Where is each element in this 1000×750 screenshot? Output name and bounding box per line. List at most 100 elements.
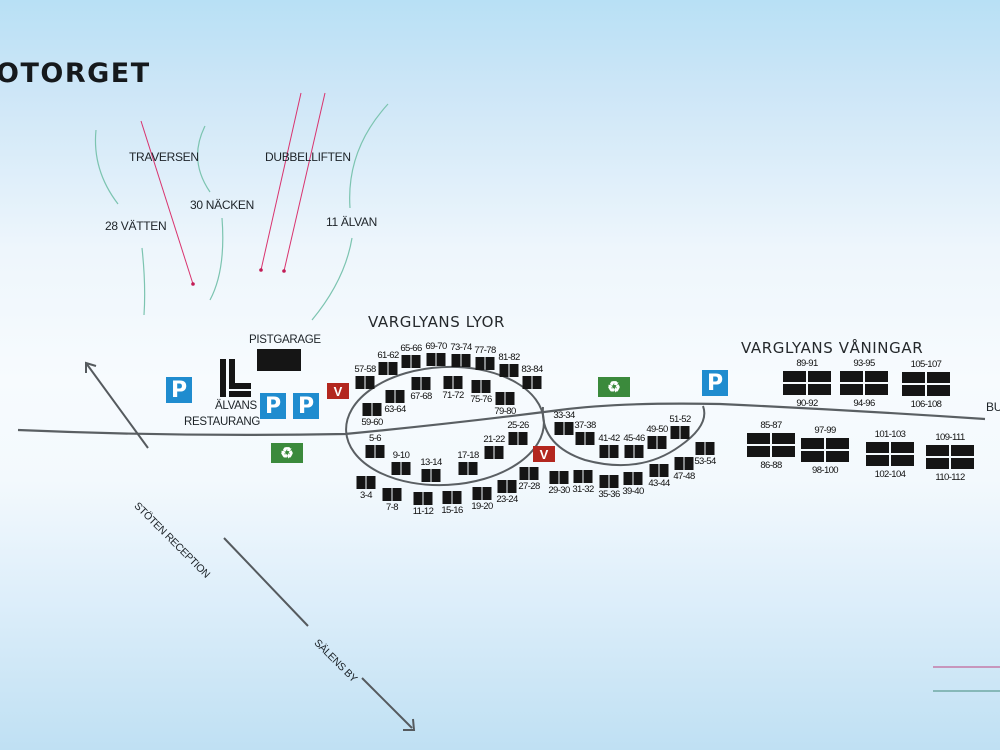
cabin-number: 23-24	[496, 494, 518, 505]
parking-sign[interactable]: P	[702, 370, 728, 396]
cabin[interactable]	[472, 487, 492, 500]
cabin[interactable]	[522, 376, 542, 389]
apartment-unit	[801, 451, 824, 462]
cabin[interactable]	[401, 355, 421, 368]
apartment-building[interactable]	[801, 438, 849, 462]
parking-sign[interactable]: P	[166, 377, 192, 403]
cabin[interactable]	[365, 445, 385, 458]
cabin[interactable]	[623, 472, 643, 485]
cabin[interactable]	[508, 432, 528, 445]
cabin[interactable]	[670, 426, 690, 439]
cabin[interactable]	[647, 436, 667, 449]
apartment-unit	[891, 455, 914, 466]
cabin[interactable]	[451, 354, 471, 367]
cabin-number: 33-34	[553, 410, 575, 421]
recycle-icon[interactable]: ♻	[598, 377, 630, 397]
cabin[interactable]	[421, 469, 441, 482]
access-road[interactable]	[85, 362, 149, 449]
cabin[interactable]	[356, 476, 376, 489]
cabin-unit	[599, 445, 609, 458]
cabin-unit	[375, 445, 385, 458]
apartment-unit	[902, 372, 925, 383]
recycle-icon[interactable]: ♻	[271, 443, 303, 463]
parking-sign[interactable]: P	[260, 393, 286, 419]
apartment-unit	[866, 442, 889, 453]
cabin[interactable]	[355, 376, 375, 389]
cabin[interactable]	[499, 364, 519, 377]
cabin-unit	[554, 422, 564, 435]
cabin-unit	[522, 376, 532, 389]
apartment-unit	[826, 451, 849, 462]
cabin-unit	[378, 362, 388, 375]
apartment-unit	[951, 458, 974, 469]
cabin-unit	[453, 376, 463, 389]
cabin[interactable]	[411, 377, 431, 390]
apartment-number-bottom: 106-108	[910, 399, 942, 410]
right-loop[interactable]	[541, 405, 706, 467]
cabin[interactable]	[575, 432, 595, 445]
cabin-number: 11-12	[412, 506, 434, 517]
cabin-unit	[391, 462, 401, 475]
main-road[interactable]	[17, 402, 986, 436]
apartment-building[interactable]	[926, 445, 974, 469]
cabin-number: 19-20	[471, 501, 493, 512]
area-label-vaningar: VARGLYANS VÅNINGAR	[741, 339, 924, 357]
map-title: OTORGET	[0, 58, 151, 89]
cabin[interactable]	[624, 445, 644, 458]
cabin-number: 13-14	[420, 457, 442, 468]
waste-station-sign[interactable]: V	[327, 383, 349, 399]
cabin[interactable]	[649, 464, 669, 477]
cabin-unit	[431, 469, 441, 482]
cabin[interactable]	[599, 445, 619, 458]
parking-sign[interactable]: P	[293, 393, 319, 419]
cabin-number: 51-52	[669, 414, 691, 425]
cabin[interactable]	[382, 488, 402, 501]
apartment-building[interactable]	[902, 372, 950, 396]
cabin[interactable]	[475, 357, 495, 370]
cabin-unit	[401, 462, 411, 475]
cabin[interactable]	[426, 353, 446, 366]
cabin[interactable]	[471, 380, 491, 393]
cabin-unit	[549, 471, 559, 484]
cabin-unit	[481, 380, 491, 393]
apartment-building[interactable]	[866, 442, 914, 466]
cabin-unit	[426, 353, 436, 366]
cabin[interactable]	[458, 462, 478, 475]
cabin-unit	[468, 462, 478, 475]
cabin-unit	[395, 390, 405, 403]
cabin[interactable]	[573, 470, 593, 483]
cabin[interactable]	[442, 491, 462, 504]
cabin[interactable]	[549, 471, 569, 484]
cabin[interactable]	[599, 475, 619, 488]
cabin[interactable]	[385, 390, 405, 403]
cabin[interactable]	[497, 480, 517, 493]
cabin[interactable]	[391, 462, 411, 475]
cabin[interactable]	[674, 457, 694, 470]
cabin-unit	[680, 426, 690, 439]
cabin[interactable]	[554, 422, 574, 435]
cabin[interactable]	[413, 492, 433, 505]
waste-station-sign[interactable]: V	[533, 446, 555, 462]
access-road[interactable]	[223, 537, 309, 627]
cabin[interactable]	[378, 362, 398, 375]
apartment-building[interactable]	[747, 433, 795, 457]
cabin-unit	[458, 462, 468, 475]
cabin[interactable]	[484, 446, 504, 459]
cabin[interactable]	[519, 467, 539, 480]
apartment-building[interactable]	[783, 371, 831, 395]
cabin-unit	[657, 436, 667, 449]
access-road[interactable]	[361, 677, 413, 729]
cabin-number: 49-50	[646, 424, 668, 435]
cabin-number: 53-54	[694, 456, 716, 467]
apartment-number-top: 97-99	[814, 425, 836, 436]
apartment-building[interactable]	[840, 371, 888, 395]
cabin-unit	[559, 471, 569, 484]
cabin[interactable]	[443, 376, 463, 389]
cabin[interactable]	[495, 392, 515, 405]
cabin[interactable]	[695, 442, 715, 455]
apartment-unit	[865, 371, 888, 382]
cabin-unit	[670, 426, 680, 439]
cabin[interactable]	[362, 403, 382, 416]
cabin-unit	[382, 488, 392, 501]
apartment-number-top: 109-111	[935, 432, 965, 443]
